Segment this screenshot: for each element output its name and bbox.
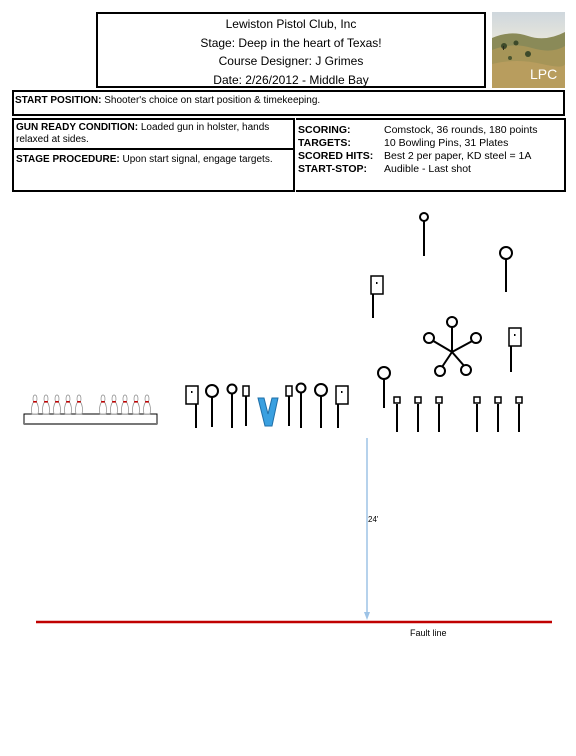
scoring-key: SCORING:	[298, 124, 351, 136]
shooter-icon	[257, 397, 279, 427]
bowling-pin	[42, 394, 50, 415]
paper-target	[242, 385, 250, 426]
scoring-key: SCORED HITS:	[298, 150, 374, 162]
logo-text: LPC	[530, 66, 557, 82]
bowling-pin	[75, 394, 83, 415]
small-plate-row	[393, 396, 523, 432]
bowling-pin-stripe	[33, 401, 37, 403]
paper-target	[285, 385, 293, 426]
bowling-pin-stripe	[66, 401, 70, 403]
steel-plate	[499, 246, 513, 292]
steel-plate	[314, 383, 328, 428]
scoring-key: START-STOP:	[298, 163, 368, 175]
steel-plate	[226, 383, 238, 428]
conditions-box: GUN READY CONDITION: Loaded gun in holst…	[12, 118, 295, 192]
stage-procedure-text: Upon start signal, engage targets.	[122, 154, 273, 165]
paper-target	[335, 385, 349, 428]
scoring-value: Comstock, 36 rounds, 180 points	[384, 124, 538, 136]
small-plate	[515, 396, 523, 404]
scoring-row: SCORING: Comstock, 36 rounds, 180 points	[298, 124, 538, 137]
stage-procedure-label: STAGE PROCEDURE:	[16, 154, 120, 165]
bowling-pin	[31, 394, 39, 415]
small-plate	[393, 396, 401, 404]
bowling-pin	[110, 394, 118, 415]
scoring-value: 10 Bowling Pins, 31 Plates	[384, 137, 509, 149]
bowling-pin-stripe	[145, 401, 149, 403]
gun-ready-text: Loaded gun in holster, hands relaxed at …	[16, 122, 270, 145]
star-plate-rack	[423, 316, 482, 377]
paper-target	[185, 385, 199, 428]
small-plate	[414, 396, 422, 404]
start-position-label: START POSITION:	[15, 95, 102, 106]
bowling-pin	[99, 394, 107, 415]
fault-line-label: Fault line	[410, 628, 447, 638]
club-name: Lewiston Pistol Club, Inc	[225, 17, 357, 31]
steel-plate	[205, 384, 219, 427]
start-position-text: Shooter's choice on start position & tim…	[104, 95, 321, 106]
scoring-table: SCORING: Comstock, 36 rounds, 180 points…	[298, 124, 538, 176]
steel-plate	[419, 212, 429, 256]
bowling-pins	[31, 394, 151, 415]
small-plate	[435, 396, 443, 404]
bowling-pin-stripe	[44, 401, 48, 403]
distance-label: 24'	[368, 515, 379, 524]
scoring-key: TARGETS:	[298, 137, 351, 149]
bowling-pin	[53, 394, 61, 415]
bowling-pin	[121, 394, 129, 415]
bowling-pin-table	[23, 413, 158, 425]
bowling-pin-stripe	[123, 401, 127, 403]
scoring-row: SCORED HITS: Best 2 per paper, KD steel …	[298, 150, 538, 163]
club-logo-photo: LPC	[492, 12, 565, 88]
bowling-pin	[143, 394, 151, 415]
start-position-box: START POSITION: Shooter's choice on star…	[12, 90, 565, 116]
scoring-box: SCORING: Comstock, 36 rounds, 180 points…	[296, 118, 566, 192]
steel-plate	[295, 382, 307, 428]
paper-target	[370, 275, 384, 318]
scoring-row: START-STOP: Audible - Last shot	[298, 163, 538, 176]
bowling-pin-stripe	[55, 401, 59, 403]
small-plate	[473, 396, 481, 404]
gun-ready-label: GUN READY CONDITION:	[16, 122, 139, 133]
stage-title-box: Lewiston Pistol Club, Inc Stage: Deep in…	[96, 12, 486, 88]
stage-date: Date: 2/26/2012 - Middle Bay	[213, 72, 369, 87]
paper-target	[508, 327, 522, 372]
small-plate	[494, 396, 502, 404]
stage-procedure-section: STAGE PROCEDURE: Upon start signal, enga…	[14, 150, 293, 169]
stage-name: Stage: Deep in the heart of Texas!	[200, 35, 382, 50]
bowling-pin-stripe	[77, 401, 81, 403]
gun-ready-section: GUN READY CONDITION: Loaded gun in holst…	[14, 120, 293, 150]
scoring-value: Audible - Last shot	[384, 163, 471, 175]
course-designer: Course Designer: J Grimes	[218, 54, 364, 68]
scoring-row: TARGETS: 10 Bowling Pins, 31 Plates	[298, 137, 538, 150]
bowling-pin	[64, 394, 72, 415]
bowling-pin-stripe	[101, 401, 105, 403]
scoring-value: Best 2 per paper, KD steel = 1A	[384, 150, 532, 162]
bowling-pin	[132, 394, 140, 415]
bowling-pin-stripe	[112, 401, 116, 403]
distance-marker: 24'	[364, 438, 379, 620]
steel-plate	[377, 366, 391, 408]
bowling-pin-stripe	[134, 401, 138, 403]
